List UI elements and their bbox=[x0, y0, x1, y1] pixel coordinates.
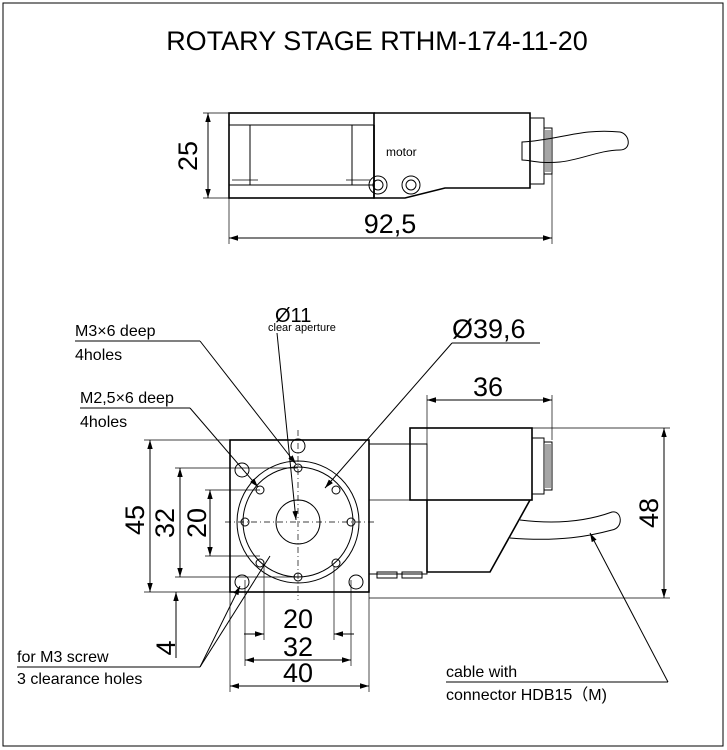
motor-height-dim: 48 bbox=[634, 498, 664, 528]
dim-32-vertical: 32 bbox=[150, 508, 180, 538]
side-width-dim: 92,5 bbox=[364, 209, 417, 239]
motor-label: motor bbox=[386, 145, 417, 159]
m25-note-line1: M2,5×6 deep bbox=[80, 390, 174, 407]
motor-width-dim: 36 bbox=[473, 372, 503, 402]
dim-20-vertical: 20 bbox=[182, 508, 212, 538]
top-view: Ø11 clear aperture Ø39,6 M3×6 deep 4hole… bbox=[17, 305, 670, 704]
drawing-title: ROTARY STAGE RTHM-174-11-20 bbox=[166, 26, 588, 56]
m3-note-line1: M3×6 deep bbox=[75, 323, 156, 340]
dim-32-horizontal: 32 bbox=[283, 632, 313, 662]
outer-diameter-dim: Ø39,6 bbox=[452, 314, 526, 344]
cable-note-line2: connector HDB15（M) bbox=[446, 686, 607, 704]
dim-40-horizontal: 40 bbox=[283, 658, 313, 688]
clearance-note-line1: for M3 screw bbox=[17, 649, 109, 666]
dim-4: 4 bbox=[151, 640, 181, 655]
dim-45: 45 bbox=[120, 505, 150, 535]
dim-20-horizontal: 20 bbox=[283, 604, 313, 634]
m3-note-line2: 4holes bbox=[75, 347, 122, 364]
side-view: motor 25 92,5 bbox=[173, 112, 629, 244]
clearance-note-line2: 3 clearance holes bbox=[17, 671, 142, 688]
side-height-dim: 25 bbox=[173, 141, 203, 171]
aperture-note: clear aperture bbox=[268, 322, 336, 334]
cable-note-line1: cable with bbox=[446, 664, 517, 681]
aperture-dim: Ø11 bbox=[275, 305, 311, 327]
m25-note-line2: 4holes bbox=[80, 414, 127, 431]
